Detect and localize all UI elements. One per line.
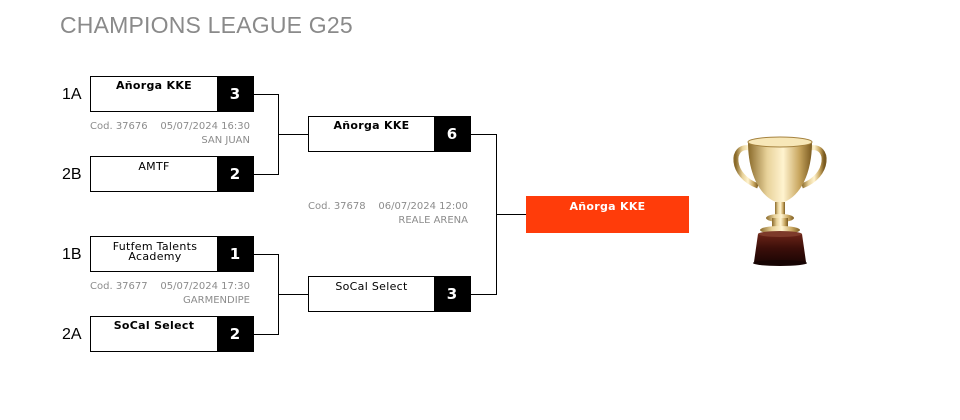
team-score: 3 — [217, 77, 253, 111]
match-datetime: 05/07/2024 16:30 — [160, 121, 250, 132]
match-datetime: 06/07/2024 12:00 — [378, 201, 468, 212]
match-info: Cod. 37676 05/07/2024 16:30 SAN JUAN — [90, 120, 250, 148]
match-team-slot[interactable]: Añorga KKE 6 — [308, 116, 471, 152]
seed-label: 2A — [62, 326, 82, 343]
team-name: SoCal Select — [113, 319, 195, 332]
bracket-connector — [254, 254, 278, 255]
team-name: Añorga KKE — [115, 79, 192, 92]
team-score: 2 — [217, 157, 253, 191]
bracket-connector — [471, 134, 497, 135]
team-name: Añorga KKE — [333, 119, 410, 132]
match-venue: REALE ARENA — [398, 215, 468, 226]
team-score: 1 — [217, 237, 253, 271]
bracket-connector — [496, 214, 526, 215]
bracket-connector — [471, 294, 497, 295]
seed-label: 1A — [62, 86, 82, 103]
match-code: Cod. 37678 — [308, 201, 366, 212]
bracket-connector — [254, 174, 278, 175]
seed-label: 2B — [62, 166, 82, 183]
match-team-slot[interactable]: Añorga KKE 3 — [90, 76, 254, 112]
team-score: 6 — [434, 117, 470, 151]
team-name: SoCal Select — [335, 280, 408, 293]
trophy-icon — [733, 136, 827, 266]
bracket-connector — [254, 94, 278, 95]
match-team-slot[interactable]: AMTF 2 — [90, 156, 254, 192]
match-info: Cod. 37677 05/07/2024 17:30 GARMENDIPE — [90, 280, 250, 308]
match-venue: SAN JUAN — [201, 135, 250, 146]
bracket-connector — [278, 294, 308, 295]
bracket-connector — [254, 334, 278, 335]
team-name: AMTF — [138, 160, 170, 173]
bracket-connector — [278, 134, 308, 135]
match-venue: GARMENDIPE — [183, 295, 250, 306]
match-team-slot[interactable]: Futfem Talents Academy 1 — [90, 236, 254, 272]
team-score: 3 — [434, 277, 470, 311]
match-team-slot[interactable]: SoCal Select 3 — [308, 276, 471, 312]
match-code: Cod. 37677 — [90, 281, 148, 292]
match-team-slot[interactable]: SoCal Select 2 — [90, 316, 254, 352]
champion-box[interactable]: Añorga KKE — [526, 196, 689, 233]
match-info: Cod. 37678 06/07/2024 12:00 REALE ARENA — [306, 200, 468, 228]
match-datetime: 05/07/2024 17:30 — [160, 281, 250, 292]
team-score: 2 — [217, 317, 253, 351]
match-code: Cod. 37676 — [90, 121, 148, 132]
page-title: CHAMPIONS LEAGUE G25 — [60, 12, 353, 38]
team-name: Futfem Talents Academy — [112, 240, 198, 263]
seed-label: 1B — [62, 246, 82, 263]
